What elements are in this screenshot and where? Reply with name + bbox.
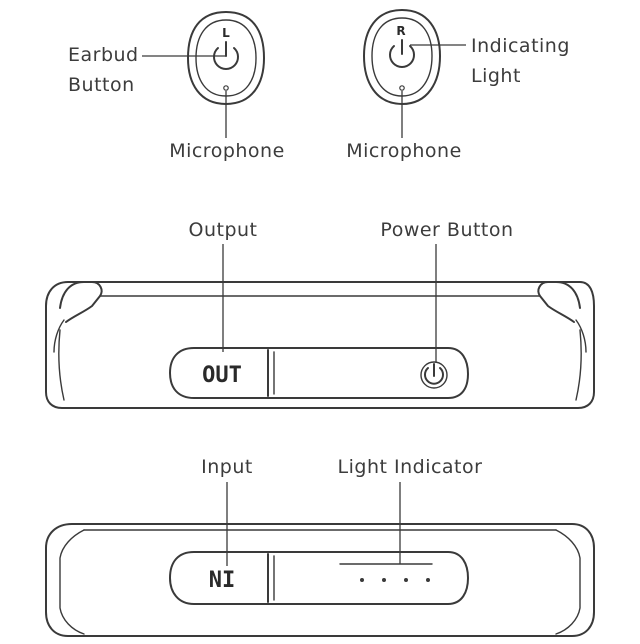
power-button[interactable] [420, 361, 448, 389]
indicating-light-label: Indicating [471, 35, 570, 57]
microphone-hole [399, 85, 405, 91]
power-icon [213, 41, 239, 70]
output-label: Output [189, 219, 258, 241]
left-side-letter: L [222, 26, 230, 40]
input-label: Input [201, 456, 253, 478]
charging-case-back: NI [45, 523, 595, 637]
right-side-letter: R [396, 24, 405, 38]
power-icon [389, 39, 415, 68]
charging-case-front: OUT [45, 281, 595, 409]
light-dot [382, 578, 386, 582]
light-dot [404, 578, 408, 582]
light-indicator-label: Light Indicator [338, 456, 483, 478]
power-button-label: Power Button [380, 219, 513, 241]
left-microphone-label: Microphone [169, 140, 285, 162]
earbud-button-label-line2: Button [68, 74, 135, 96]
left-earbud: L [187, 11, 265, 105]
light-indicator-dots [360, 578, 430, 582]
microphone-hole [223, 85, 229, 91]
out-port-text: OUT [202, 363, 242, 388]
right-earbud: R [363, 9, 441, 105]
indicating-light-label-line2: Light [471, 65, 521, 87]
in-port-text: NI [209, 568, 236, 593]
light-dot [360, 578, 364, 582]
light-dot [426, 578, 430, 582]
right-microphone-label: Microphone [346, 140, 462, 162]
earbud-button-label: Earbud [68, 44, 139, 66]
